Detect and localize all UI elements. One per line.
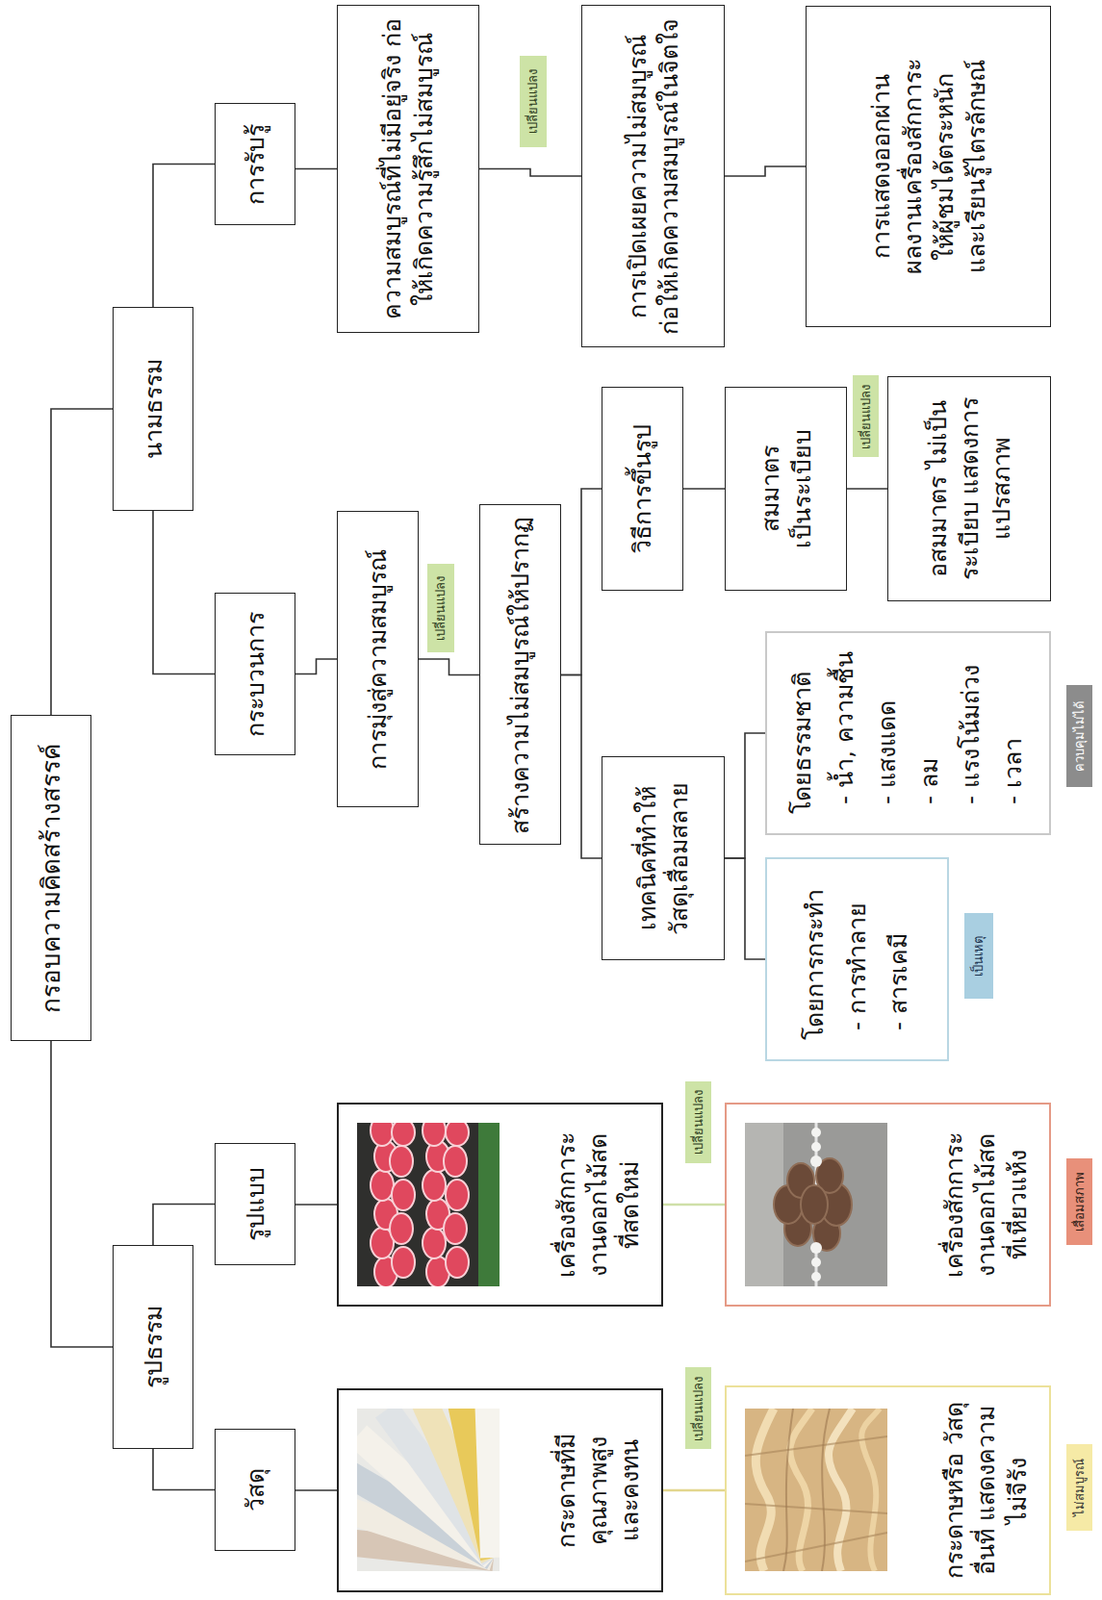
node-text: สร้างความไม่สมบูรณ์ให้ปรากฏ: [504, 516, 537, 835]
crumpled-paper-photo: [744, 1409, 888, 1572]
node-text: ควบคุมไม่ได้: [1072, 701, 1088, 772]
connector: [724, 733, 766, 859]
change-tag: เปลี่ยนแปลง: [685, 1081, 712, 1164]
connector: [153, 1449, 215, 1491]
connector: [663, 1204, 725, 1207]
dried-flower-photo: [744, 1123, 888, 1287]
node-text: - เวลา: [992, 738, 1035, 805]
picture-box: กระดาษที่มี คุณภาพสูง และคงทน: [336, 1388, 664, 1593]
node-text: - แสงแดด: [866, 700, 909, 805]
connector: [295, 1204, 337, 1206]
node-text: ไม่สมบูรณ์: [1072, 1459, 1088, 1517]
node-text: สมมาตร เป็นระเบียบ: [754, 428, 819, 551]
process-box: การแสดงออกผ่าน ผลงานเครื่องสักการะ ให้ผู…: [805, 5, 1051, 328]
process-box: สมมาตร เป็นระเบียบ: [724, 386, 847, 591]
connector: [153, 511, 215, 675]
node-text: รูปแบบ: [239, 1167, 272, 1242]
process-box: การเปิดเผยความไม่สมบูรณ์ ก่อให้เกิดความส…: [581, 4, 725, 348]
node-text: - ลม: [908, 758, 951, 805]
process-box: ความสมบูรณ์ที่ไม่มีอยู่จริง ก่อให้เกิดคว…: [336, 4, 480, 334]
process-box: กระบวนการ: [214, 592, 296, 756]
process-box: นามธรรม: [112, 307, 194, 512]
process-box: รูปธรรม: [112, 1245, 194, 1450]
node-text: การมุ่งสู่ความสมบูรณ์: [361, 549, 394, 770]
picture-box: เครื่องสักการะ งานดอกไม้สด ที่เหี่ยวแห้ง: [724, 1102, 1051, 1308]
node-text: เครื่องสักการะ งานดอกไม้สด ที่เหี่ยวแห้ง: [938, 1130, 1034, 1280]
connector: [51, 409, 113, 716]
node-text: เปลี่ยนแปลง: [691, 1090, 707, 1155]
connector: [683, 487, 725, 490]
node-text: อสมมาตร ไม่เป็นระเบียบ แสดงการแปรสภาพ: [922, 387, 1018, 590]
node-text: - น้ำ, ความชื้น: [823, 651, 867, 805]
connector: [479, 169, 582, 178]
connector: [846, 487, 888, 490]
change-tag: ไม่สมบูรณ์: [1066, 1444, 1093, 1532]
node-text: โดยธรรมชาติ: [781, 671, 824, 815]
node-text: กระดาษที่มี คุณภาพสูง และคงทน: [550, 1432, 646, 1550]
connector: [295, 1489, 337, 1492]
fresh-flower-photo: [357, 1123, 500, 1287]
list-box: โดยการกระทำ- การทำลาย- สารเคมี: [765, 857, 949, 1062]
node-text: กระดาษหรือ วัสดุอื่นที่ แสดงความไม่จีรัง: [938, 1398, 1034, 1584]
node-text: เปลี่ยนแปลง: [858, 384, 874, 450]
list-box: โดยธรรมชาติ- น้ำ, ความชื้น- แสงแดด- ลม- …: [765, 631, 1051, 836]
process-box: เทคนิคที่ทำให้ วัสดุเสื่อมสลาย: [601, 756, 725, 961]
change-tag: เปลี่ยนแปลง: [852, 376, 879, 459]
node-text: กรอบความคิดสร้างสรรค์: [34, 743, 68, 1014]
node-text: เสื่อมสภาพ: [1072, 1172, 1088, 1232]
node-text: นามธรรม: [137, 358, 170, 460]
connector: [724, 166, 806, 177]
node-text: วิธีการขึ้นรูป: [626, 424, 659, 554]
change-tag: เปลี่ยนแปลง: [685, 1368, 712, 1451]
change-tag: เปลี่ยนแปลง: [519, 55, 547, 148]
node-text: เครื่องสักการะ งานดอกไม้สด ที่สดใหม่: [550, 1130, 646, 1280]
connector: [561, 675, 602, 860]
node-text: โดยการกระทำ: [794, 889, 837, 1041]
change-tag: เสื่อมสภาพ: [1066, 1158, 1093, 1246]
process-box: วัสดุ: [214, 1429, 296, 1552]
change-tag: เป็นเหตุ: [964, 913, 994, 1000]
connector: [561, 488, 602, 676]
node-text: รูปธรรม: [137, 1306, 170, 1389]
process-box: กรอบความคิดสร้างสรรค์: [10, 715, 92, 1042]
node-text: เปลี่ยนแปลง: [433, 576, 449, 641]
paper-photo: [357, 1409, 500, 1572]
node-text: เปลี่ยนแปลง: [525, 69, 541, 134]
change-tag: เปลี่ยนแปลง: [427, 563, 455, 653]
process-box: อสมมาตร ไม่เป็นระเบียบ แสดงการแปรสภาพ: [887, 376, 1051, 602]
connector: [295, 168, 337, 171]
connector: [295, 659, 337, 675]
connector: [724, 858, 766, 960]
process-box: การมุ่งสู่ความสมบูรณ์: [336, 511, 419, 808]
process-box: รูปแบบ: [214, 1143, 296, 1266]
node-text: เปลี่ยนแปลง: [691, 1377, 707, 1442]
process-box: การรับรู้: [214, 102, 296, 226]
node-text: เทคนิคที่ทำให้ วัสดุเสื่อมสลาย: [631, 780, 695, 937]
node-text: การรับรู้: [239, 124, 272, 206]
node-text: - สารเคมี: [877, 933, 921, 1031]
node-text: เป็นเหตุ: [971, 936, 987, 977]
process-box: สร้างความไม่สมบูรณ์ให้ปรากฏ: [479, 505, 562, 846]
connector: [663, 1489, 725, 1493]
node-text: - การทำลาย: [836, 902, 879, 1031]
connector: [153, 1204, 215, 1247]
node-text: ความสมบูรณ์ที่ไม่มีอยู่จริง ก่อให้เกิดคว…: [376, 16, 440, 322]
node-text: การเปิดเผยความไม่สมบูรณ์ ก่อให้เกิดความส…: [621, 16, 686, 336]
node-text: การแสดงออกผ่าน ผลงานเครื่องสักการะ ให้ผู…: [865, 57, 993, 277]
picture-box: กระดาษหรือ วัสดุอื่นที่ แสดงความไม่จีรัง: [724, 1385, 1051, 1596]
connector: [418, 659, 480, 676]
connector: [153, 164, 215, 308]
picture-box: เครื่องสักการะ งานดอกไม้สด ที่สดใหม่: [336, 1102, 664, 1308]
node-text: - แรงโน้มถ่วง: [949, 665, 993, 805]
process-box: วิธีการขึ้นรูป: [601, 386, 684, 591]
node-text: วัสดุ: [239, 1468, 272, 1513]
node-text: กระบวนการ: [239, 612, 272, 738]
change-tag: ควบคุมไม่ได้: [1066, 685, 1093, 788]
connector: [51, 1041, 113, 1348]
